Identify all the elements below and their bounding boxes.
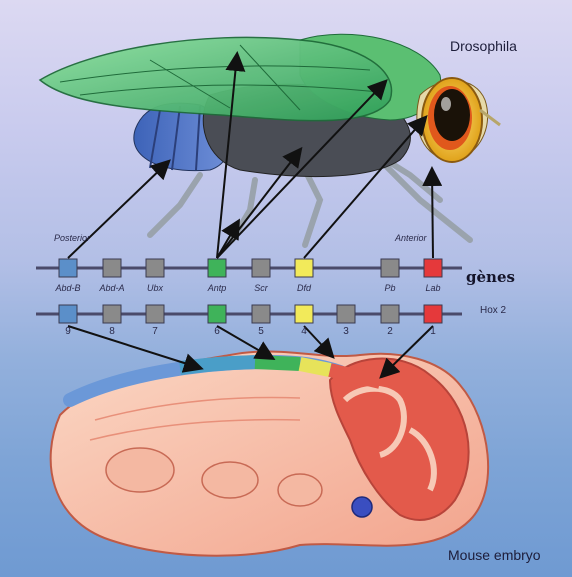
fly-gene-label: Abd-A xyxy=(98,283,126,293)
fly-gene-label: Pb xyxy=(376,283,404,293)
mouse-gene-label: 3 xyxy=(332,326,360,337)
fly-gene-box-abd-a xyxy=(103,259,121,277)
fly-gene-label: Scr xyxy=(247,283,275,293)
mouse-gene-box-5 xyxy=(252,305,270,323)
mouse-gene-label: 5 xyxy=(247,326,275,337)
fly-gene-box-lab xyxy=(424,259,442,277)
mouse-gene-box-1 xyxy=(424,305,442,323)
mouse-gene-box-4 xyxy=(295,305,313,323)
hox-label: Hox 2 xyxy=(480,305,506,316)
mouse-gene-label: 8 xyxy=(98,326,126,337)
embryo-eye xyxy=(352,497,372,517)
fly-gene-box-pb xyxy=(381,259,399,277)
mouse-gene-label: 6 xyxy=(203,326,231,337)
fly-gene-label: Ubx xyxy=(141,283,169,293)
mouse-embryo-figure xyxy=(51,351,488,555)
mouse-embryo-label: Mouse embryo xyxy=(448,547,541,563)
fly-gene-box-antp xyxy=(208,259,226,277)
genes-label: gènes xyxy=(466,268,515,286)
fly-gene-label: Lab xyxy=(419,283,447,293)
mouse-gene-label: 4 xyxy=(290,326,318,337)
anterior-label: Anterior xyxy=(395,233,427,243)
mouse-gene-box-3 xyxy=(337,305,355,323)
fly-gene-box-ubx xyxy=(146,259,164,277)
drosophila-label: Drosophila xyxy=(450,38,517,54)
mouse-gene-box-6 xyxy=(208,305,226,323)
mouse-gene-label: 2 xyxy=(376,326,404,337)
mouse-gene-label: 1 xyxy=(419,326,447,337)
fly-gene-label: Dfd xyxy=(290,283,318,293)
fly-gene-label: Abd-B xyxy=(54,283,82,293)
mouse-gene-box-2 xyxy=(381,305,399,323)
fly-gene-box-abd-b xyxy=(59,259,77,277)
mouse-gene-label: 7 xyxy=(141,326,169,337)
fly-gene-label: Antp xyxy=(203,283,231,293)
mouse-gene-box-8 xyxy=(103,305,121,323)
mouse-gene-label: 9 xyxy=(54,326,82,337)
drosophila-figure xyxy=(40,34,500,245)
posterior-label: Posterior xyxy=(54,233,90,243)
mouse-gene-box-7 xyxy=(146,305,164,323)
mouse-gene-box-9 xyxy=(59,305,77,323)
fly-gene-box-scr xyxy=(252,259,270,277)
fly-gene-box-dfd xyxy=(295,259,313,277)
